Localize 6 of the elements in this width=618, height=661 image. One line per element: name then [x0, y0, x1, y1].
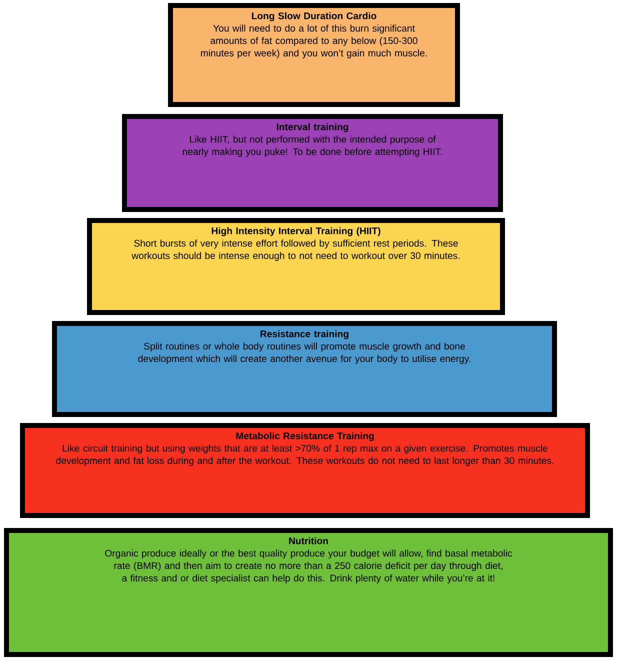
pyramid-tier: Long Slow Duration Cardio You will need to do a lot of this burn significant amounts of fat compared to any below (150-300 minutes per week) and you won’t gain much muscle. — [168, 3, 460, 107]
pyramid-tier: Nutrition Organic produce ideally or the best quality produce your budget will allow, find basal metabolic rate (BMR) and then aim to create no more than a 250 calorie deficit per day through diet, a fitness and or diet specialist can help do this. Drink plenty of water while you’re at it! — [4, 528, 613, 657]
pyramid-tier: Resistance training Split routines or whole body routines will promote muscle growth and bone development which will create another avenue for your body to utilise energy. — [52, 321, 557, 417]
pyramid-tier: Interval training Like HIIT, but not performed with the intended purpose of nearly making you puke! To be done before attempting HIIT. — [122, 114, 503, 212]
pyramid-tier: High Intensity Interval Training (HIIT) Short bursts of very intense effort followed by sufficient rest periods. These workouts should be intense enough to not need to workout over 30 minutes. — [87, 218, 505, 315]
pyramid-tier: Metabolic Resistance Training Like circuit training but using weights that are at least >70% of 1 rep max on a given exercise. Promotes muscle development and fat loss during and after the workout. These workouts do not need to last longer than 30 minutes. — [20, 423, 590, 518]
